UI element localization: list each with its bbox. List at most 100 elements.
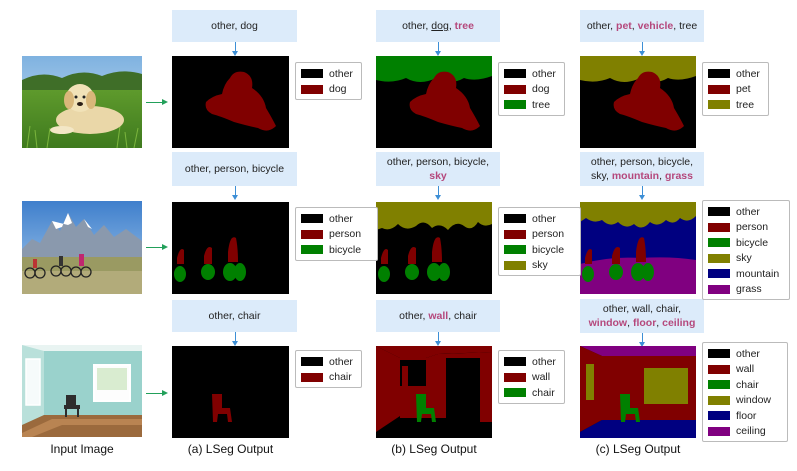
legend-label: sky — [532, 259, 548, 272]
legend-swatch — [301, 69, 323, 79]
prompt-term-new: wall — [428, 310, 449, 322]
legend-swatch — [504, 260, 526, 270]
caption-c: (c) LSeg Output — [595, 442, 681, 456]
prompt-text: other, person, bicycle, — [386, 156, 490, 168]
legend-item-other: other — [504, 211, 575, 227]
arrow-down — [435, 42, 441, 56]
legend-label: grass — [736, 283, 762, 296]
prompt-text: other, dog, tree — [402, 19, 474, 33]
prompt-term-new: sky — [429, 170, 447, 182]
legend-swatch — [504, 372, 526, 382]
prompt-term: , — [631, 20, 638, 32]
prompt-term-new: pet — [616, 20, 632, 32]
mask-window — [402, 366, 408, 388]
legend-label: wall — [736, 363, 755, 376]
prompt-term: sky, — [591, 170, 612, 182]
legend-label: other — [329, 355, 353, 368]
prompt-term-new: window — [588, 317, 628, 329]
prompt-term: , chair — [448, 310, 477, 322]
prompt-term-new: tree — [454, 20, 474, 32]
legend-item-person: person — [301, 227, 372, 243]
legend-label: chair — [736, 378, 759, 391]
legend-swatch — [301, 372, 323, 382]
mask-dog — [409, 71, 480, 131]
mask-window-left — [586, 364, 594, 400]
prompt-term: other, — [399, 310, 429, 322]
arrow-down — [639, 333, 645, 347]
legend-label: ceiling — [736, 425, 766, 438]
arrow-down — [435, 332, 441, 346]
legend-label: dog — [329, 83, 347, 96]
arrow-down — [232, 186, 238, 200]
input-image-dog — [22, 56, 142, 148]
mask-chair — [620, 394, 640, 422]
legend-swatch — [708, 253, 730, 263]
segmentation-map-row3-a — [172, 346, 289, 438]
legend-label: other — [736, 205, 760, 218]
legend-label: other — [532, 212, 556, 225]
legend-label: other — [736, 67, 760, 80]
legend-label: window — [736, 394, 772, 407]
legend-item-floor: floor — [708, 408, 782, 424]
legend-label: other — [532, 355, 556, 368]
legend-swatch — [504, 84, 526, 94]
legend-swatch — [504, 229, 526, 239]
legend-swatch — [708, 84, 730, 94]
mask-persons — [381, 237, 442, 264]
legend-item-chair: chair — [504, 385, 559, 401]
prompt-box-row2-b: other, person, bicycle, sky — [376, 152, 500, 186]
arrow-down — [639, 42, 645, 56]
legend-item-sky: sky — [504, 258, 575, 274]
mask-tree — [376, 56, 492, 82]
legend-label: tree — [532, 98, 551, 111]
mask-sky — [376, 202, 492, 230]
legend-label: person — [329, 228, 362, 241]
mask-bicycles — [582, 263, 654, 282]
legend-swatch — [708, 364, 730, 374]
legend-label: pet — [736, 83, 751, 96]
prompt-text: other, pet, vehicle, tree — [587, 19, 697, 33]
legend-item-person: person — [504, 227, 575, 243]
legend-swatch — [301, 357, 323, 367]
legend-swatch — [708, 69, 730, 79]
prompt-term: , — [627, 317, 633, 329]
mask-pet — [613, 71, 684, 131]
mask-chair — [416, 394, 436, 422]
input-image-room — [22, 345, 142, 437]
legend-item-other: other — [708, 346, 782, 362]
legend-label: bicycle — [736, 236, 769, 249]
prompt-term-new: vehicle — [637, 20, 674, 32]
legend-item-other: other — [708, 204, 784, 220]
prompt-box-row1-a: other, dog — [172, 10, 297, 42]
legend-swatch — [301, 214, 323, 224]
prompt-box-row2-a: other, person, bicycle — [172, 152, 297, 186]
prompt-text: other, person, bicycle — [184, 163, 285, 175]
legend-swatch — [708, 395, 730, 405]
legend-label: other — [329, 67, 353, 80]
legend-item-pet: pet — [708, 82, 763, 98]
legend-item-person: person — [708, 220, 784, 236]
legend-row1-a: other dog — [295, 62, 362, 100]
segmentation-map-row3-c — [580, 346, 696, 438]
prompt-term: , — [448, 20, 455, 32]
legend-swatch — [708, 349, 730, 359]
legend-row1-c: other pet tree — [702, 62, 769, 116]
legend-item-tree: tree — [708, 97, 763, 113]
prompt-term: , — [656, 317, 663, 329]
legend-swatch — [708, 207, 730, 217]
prompt-box-row2-c: other, person, bicycle, sky, mountain, g… — [580, 152, 704, 186]
legend-label: tree — [736, 98, 755, 111]
legend-swatch — [504, 357, 526, 367]
legend-item-wall: wall — [504, 370, 559, 386]
segmentation-map-row3-b — [376, 346, 492, 438]
prompt-term: other, — [402, 20, 432, 32]
legend-item-other: other — [504, 66, 559, 82]
arrow-down — [232, 332, 238, 346]
prompt-box-row3-b: other, wall, chair — [376, 300, 500, 332]
legend-label: person — [736, 221, 769, 234]
arrow-down — [232, 42, 238, 56]
legend-swatch — [708, 269, 730, 279]
